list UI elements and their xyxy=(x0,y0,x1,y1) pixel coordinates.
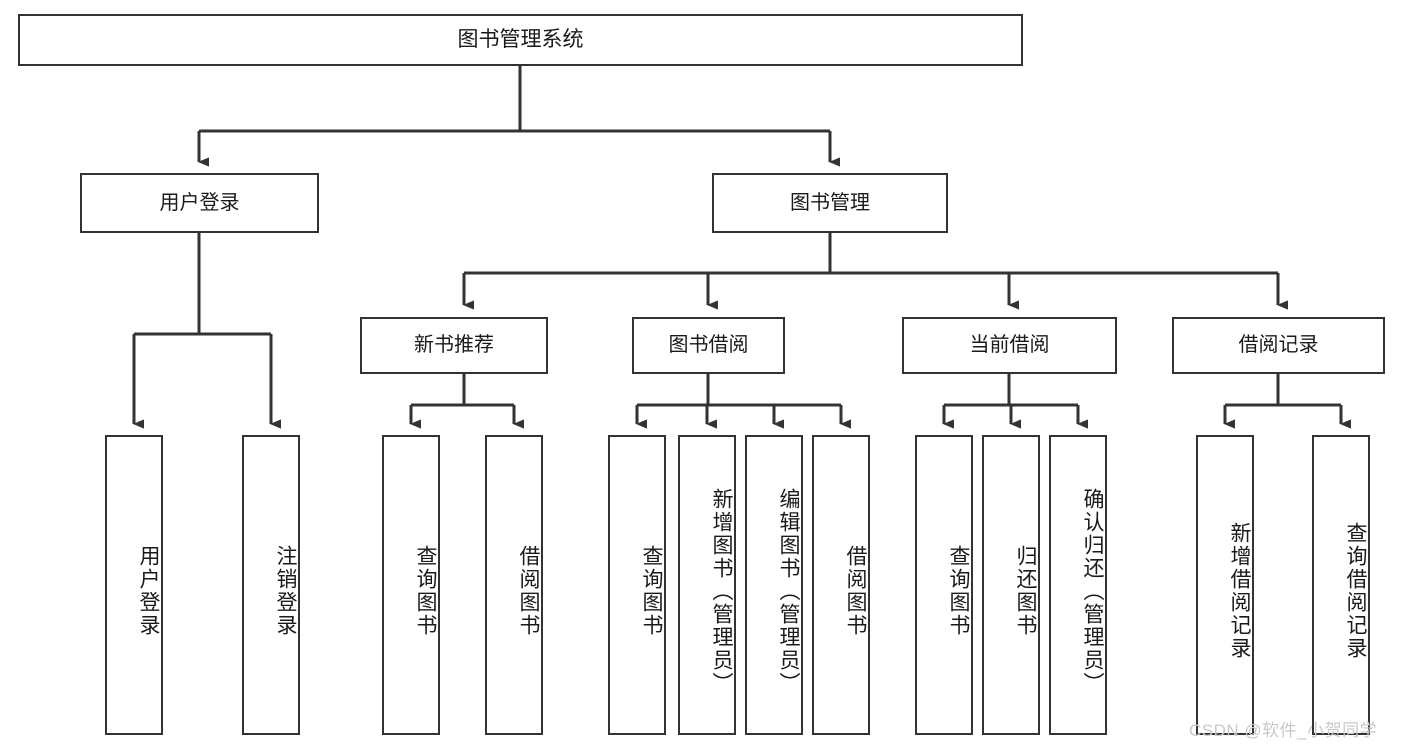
node-label: 注销登录 xyxy=(274,545,297,637)
leaf-user-login-login[interactable]: 用户登录 xyxy=(105,435,163,735)
node-label: 查询借阅记录 xyxy=(1344,522,1367,660)
leaf-book-borrow-query-book[interactable]: 查询图书 xyxy=(608,435,666,735)
leaf-book-borrow-edit-book-admin[interactable]: 编辑图书（管理员） xyxy=(745,435,803,735)
node-current-borrow[interactable]: 当前借阅 xyxy=(902,317,1117,374)
node-label: 确认归还（管理员） xyxy=(1081,487,1104,695)
node-borrow-record[interactable]: 借阅记录 xyxy=(1172,317,1385,374)
leaf-current-borrow-return-book[interactable]: 归还图书 xyxy=(982,435,1040,735)
node-label: 借阅图书 xyxy=(517,545,540,637)
leaf-borrow-record-query-record[interactable]: 查询借阅记录 xyxy=(1312,435,1370,735)
node-book-borrow[interactable]: 图书借阅 xyxy=(632,317,785,374)
leaf-book-borrow-add-book-admin[interactable]: 新增图书（管理员） xyxy=(678,435,736,735)
leaf-current-borrow-confirm-return-admin[interactable]: 确认归还（管理员） xyxy=(1049,435,1107,735)
node-label: 用户登录 xyxy=(159,191,240,214)
leaf-user-login-logout[interactable]: 注销登录 xyxy=(242,435,300,735)
node-label: 借阅记录 xyxy=(1238,334,1319,356)
node-label: 归还图书 xyxy=(1014,545,1037,637)
node-label: 图书管理 xyxy=(790,191,870,214)
leaf-new-book-query-book[interactable]: 查询图书 xyxy=(382,435,440,735)
node-label: 编辑图书（管理员） xyxy=(777,487,800,695)
csdn-watermark: CSDN @软件_小贺同学 xyxy=(1189,721,1378,740)
node-label: 图书管理系统 xyxy=(457,27,584,51)
node-label: 当前借阅 xyxy=(969,334,1050,356)
node-user-login[interactable]: 用户登录 xyxy=(80,173,319,233)
node-label: 新增借阅记录 xyxy=(1228,522,1251,660)
leaf-new-book-borrow-book[interactable]: 借阅图书 xyxy=(485,435,543,735)
leaf-current-borrow-query-book[interactable]: 查询图书 xyxy=(915,435,973,735)
node-label: 查询图书 xyxy=(947,545,970,637)
node-label: 查询图书 xyxy=(414,545,437,637)
node-label: 图书借阅 xyxy=(668,334,749,356)
node-label: 新增图书（管理员） xyxy=(710,487,733,695)
node-label: 用户登录 xyxy=(137,545,160,637)
node-root-book-management-system[interactable]: 图书管理系统 xyxy=(18,14,1023,66)
leaf-book-borrow-borrow-book[interactable]: 借阅图书 xyxy=(812,435,870,735)
node-new-book-recommend[interactable]: 新书推荐 xyxy=(360,317,548,374)
leaf-borrow-record-add-record[interactable]: 新增借阅记录 xyxy=(1196,435,1254,735)
node-label: 新书推荐 xyxy=(414,334,494,356)
node-book-management[interactable]: 图书管理 xyxy=(712,173,948,233)
node-label: 借阅图书 xyxy=(844,545,867,637)
node-label: 查询图书 xyxy=(640,545,663,637)
